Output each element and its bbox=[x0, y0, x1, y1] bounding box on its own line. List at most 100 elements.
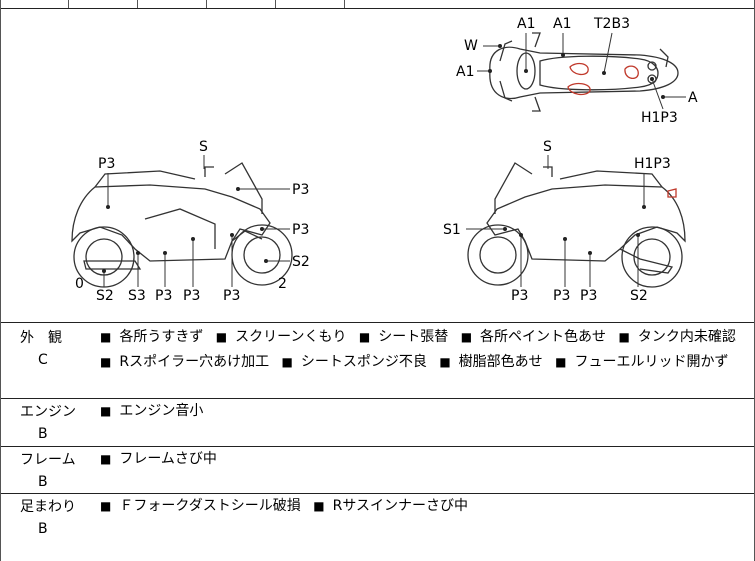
label-p3-b2-left: P3 bbox=[183, 288, 200, 304]
category-grade: B bbox=[38, 426, 48, 442]
right-view-scooter bbox=[467, 162, 686, 288]
condition-row-suspension: 足まわり B ■ Ｆフォークダストシール破損 ■ Rサスインナーさび中 bbox=[0, 494, 755, 561]
condition-item: Rスポイラー穴あけ加工 bbox=[119, 354, 270, 370]
label-s2-front-left: S2 bbox=[292, 254, 310, 270]
label-w: W bbox=[464, 38, 478, 54]
label-s1-right: S1 bbox=[443, 222, 461, 238]
label-p3-b1-right: P3 bbox=[511, 288, 528, 304]
label-t2b3: T2B3 bbox=[593, 16, 630, 32]
item-bullet: ■ bbox=[313, 499, 325, 513]
row-items: ■ Ｆフォークダストシール破損 ■ Rサスインナーさび中 bbox=[100, 494, 745, 519]
label-a-right: A bbox=[688, 90, 698, 106]
item-bullet: ■ bbox=[358, 330, 371, 344]
condition-item: Ｆフォークダストシール破損 bbox=[119, 498, 301, 514]
label-p3-b1-left: P3 bbox=[155, 288, 172, 304]
item-bullet: ■ bbox=[555, 355, 567, 369]
condition-item: エンジン音小 bbox=[119, 403, 204, 419]
label-a1-left: A1 bbox=[456, 64, 474, 80]
condition-entry: ■ エンジン音小 bbox=[100, 403, 211, 419]
condition-entry: ■ フレームさび中 bbox=[100, 451, 225, 467]
condition-row-exterior: 外 観 C ■ 各所うすきず ■ スクリーンくもり ■ シート張替 ■ 各所ペイント色あ… bbox=[0, 323, 755, 399]
point-dots bbox=[102, 44, 665, 273]
condition-item: スクリーンくもり bbox=[235, 329, 347, 345]
category-name: 足まわり bbox=[20, 499, 76, 515]
item-bullet: ■ bbox=[460, 330, 473, 344]
cell-divider bbox=[275, 0, 276, 8]
previous-row-edge bbox=[0, 0, 755, 9]
cell-divider bbox=[137, 0, 138, 8]
label-p3-b2-right: P3 bbox=[553, 288, 570, 304]
label-h1p3-top: H1P3 bbox=[641, 110, 678, 126]
row-category: 足まわり B bbox=[0, 496, 86, 540]
item-bullet: ■ bbox=[281, 355, 293, 369]
condition-entry: ■ 各所うすきず bbox=[100, 329, 211, 345]
category-grade: B bbox=[38, 521, 48, 537]
row-category: エンジン B bbox=[0, 401, 86, 445]
label-s-left: S bbox=[199, 139, 208, 155]
condition-entry: ■ スクリーンくもり bbox=[216, 329, 355, 345]
condition-item: タンク内未確認 bbox=[637, 329, 736, 345]
label-p3-tank-left: P3 bbox=[292, 182, 309, 198]
item-bullet: ■ bbox=[100, 355, 112, 369]
row-category: 外 観 C bbox=[0, 327, 86, 371]
label-a1-top-2: A1 bbox=[553, 16, 571, 32]
cell-divider bbox=[68, 0, 69, 8]
left-view-scooter bbox=[71, 162, 293, 288]
condition-item: Rサスインナーさび中 bbox=[332, 498, 469, 514]
condition-entry: ■ Rサスインナーさび中 bbox=[313, 498, 476, 514]
condition-entry: ■ 樹脂部色あせ bbox=[439, 354, 550, 370]
label-a1-top-1: A1 bbox=[517, 16, 535, 32]
damage-diagram: W A1 A1 A1 T2B3 A H1P3 S P3 P3 P3 S2 0 2… bbox=[0, 9, 755, 323]
row-items: ■ フレームさび中 bbox=[100, 447, 745, 472]
condition-entry: ■ タンク内未確認 bbox=[619, 329, 744, 345]
label-p3-b3-left: P3 bbox=[223, 288, 240, 304]
label-s3-left: S3 bbox=[128, 288, 146, 304]
category-name: 外 観 bbox=[20, 330, 62, 346]
condition-row-frame: フレーム B ■ フレームさび中 bbox=[0, 447, 755, 494]
label-s-right: S bbox=[543, 139, 552, 155]
category-grade: C bbox=[38, 352, 48, 368]
label-p3-b3-right: P3 bbox=[580, 288, 597, 304]
label-p3-fork-left: P3 bbox=[292, 222, 309, 238]
row-items: ■ 各所うすきず ■ スクリーンくもり ■ シート張替 ■ 各所ペイント色あせ ■ タンク… bbox=[100, 325, 745, 375]
item-bullet: ■ bbox=[100, 404, 112, 418]
top-view-scooter bbox=[489, 32, 679, 112]
condition-item: フューエルリッド開かず bbox=[574, 354, 729, 370]
scooter-diagram-svg: W A1 A1 A1 T2B3 A H1P3 S P3 P3 P3 S2 0 2… bbox=[71, 16, 698, 304]
condition-item: 樹脂部色あせ bbox=[458, 354, 543, 370]
label-s2-right: S2 bbox=[630, 288, 648, 304]
condition-item: シート張替 bbox=[378, 329, 449, 345]
condition-entry: ■ Ｆフォークダストシール破損 bbox=[100, 498, 309, 514]
condition-entry: ■ シート張替 bbox=[359, 329, 456, 345]
item-bullet: ■ bbox=[100, 499, 112, 513]
category-grade: B bbox=[38, 474, 48, 490]
item-bullet: ■ bbox=[439, 355, 451, 369]
condition-item: 各所うすきず bbox=[119, 329, 204, 345]
item-bullet: ■ bbox=[100, 452, 112, 466]
cell-divider bbox=[344, 0, 345, 8]
damage-marks bbox=[567, 62, 677, 198]
cell-divider bbox=[206, 0, 207, 8]
label-h1p3-right: H1P3 bbox=[634, 156, 671, 172]
condition-row-engine: エンジン B ■ エンジン音小 bbox=[0, 399, 755, 447]
category-name: エンジン bbox=[20, 404, 76, 420]
condition-entry: ■ シートスポンジ不良 bbox=[282, 354, 435, 370]
item-bullet: ■ bbox=[100, 330, 112, 344]
condition-entry: ■ フューエルリッド開かず bbox=[555, 354, 736, 370]
condition-entry: ■ 各所ペイント色あせ bbox=[461, 329, 614, 345]
row-category: フレーム B bbox=[0, 449, 86, 493]
condition-entry: ■ Rスポイラー穴あけ加工 bbox=[100, 354, 277, 370]
item-bullet: ■ bbox=[215, 330, 228, 344]
row-items: ■ エンジン音小 bbox=[100, 399, 745, 424]
condition-item: 各所ペイント色あせ bbox=[480, 329, 607, 345]
condition-item: フレームさび中 bbox=[119, 451, 217, 467]
label-p3-tail-left: P3 bbox=[98, 156, 115, 172]
condition-item: シートスポンジ不良 bbox=[300, 354, 427, 370]
item-bullet: ■ bbox=[618, 330, 630, 344]
category-name: フレーム bbox=[20, 452, 76, 468]
label-s2-rear-left: S2 bbox=[96, 288, 114, 304]
table-border-left bbox=[0, 0, 1, 561]
label-num-0: 0 bbox=[75, 276, 84, 292]
label-num-2: 2 bbox=[278, 276, 287, 292]
